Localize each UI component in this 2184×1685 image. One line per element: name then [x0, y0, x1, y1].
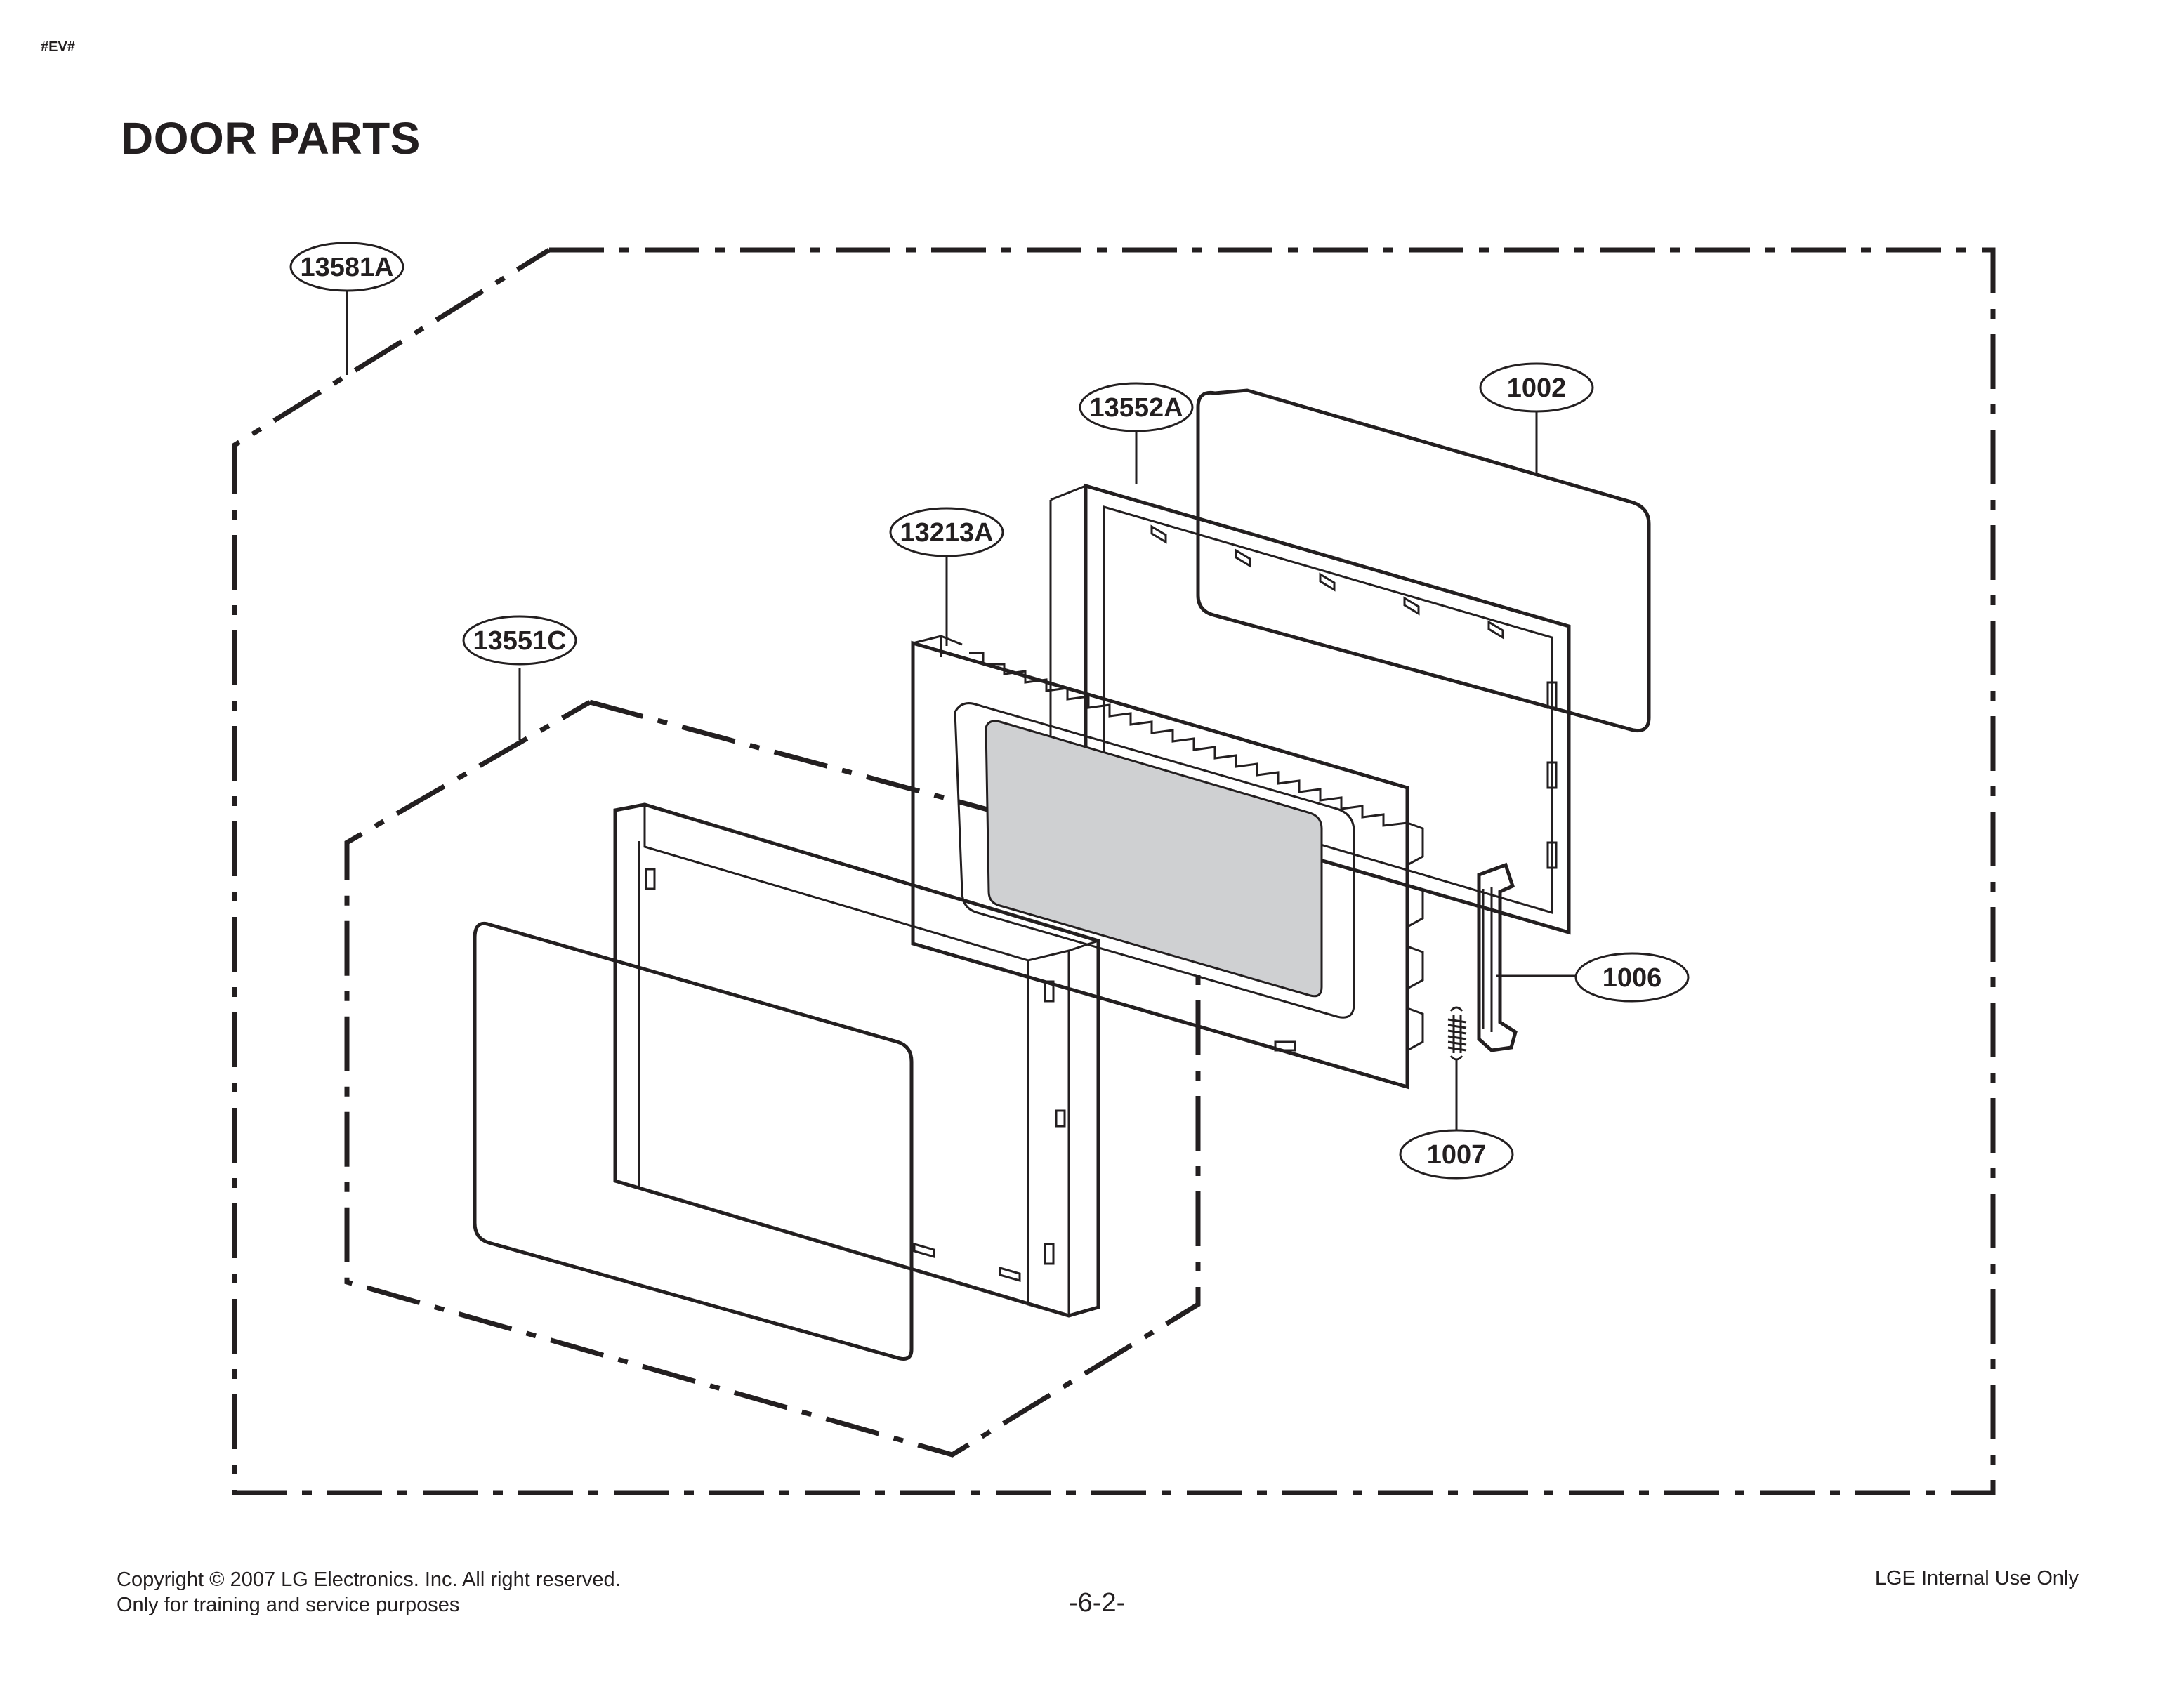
- part-1007-spring: [1447, 1006, 1467, 1061]
- corner-tag: #EV#: [41, 39, 75, 55]
- callout-label: 13581A: [300, 253, 393, 282]
- page-title: DOOR PARTS: [121, 113, 421, 164]
- callout-13213A: 13213A: [889, 507, 1004, 557]
- callout-13581A: 13581A: [289, 242, 404, 292]
- footer-copyright: Copyright © 2007 LG Electronics. Inc. Al…: [117, 1568, 621, 1591]
- page-number: -6-2-: [1069, 1588, 1126, 1618]
- callout-1007: 1007: [1399, 1129, 1514, 1180]
- outer-assembly-boundary: [232, 247, 1996, 1495]
- door-window-screen: [985, 720, 1323, 998]
- callout-label: 1006: [1603, 963, 1662, 993]
- callout-label: 13552A: [1089, 393, 1183, 423]
- callout-1002: 1002: [1479, 362, 1594, 413]
- callout-label: 1007: [1427, 1140, 1487, 1170]
- part-1002-glass-panel: [1196, 388, 1651, 733]
- footer-purpose: Only for training and service purposes: [117, 1594, 460, 1616]
- part-13213A-door-frame: [911, 635, 1424, 1090]
- part-front-glass-panel: [473, 921, 914, 1361]
- part-1006-latch-hook: [1477, 862, 1518, 1052]
- footer-notice: LGE Internal Use Only: [1874, 1567, 2079, 1590]
- inner-assembly-boundary: [344, 699, 1201, 1458]
- callout-label: 13213A: [900, 518, 993, 548]
- callout-label: 13551C: [473, 626, 566, 656]
- callout-13552A: 13552A: [1079, 382, 1194, 432]
- part-front-door-frame: [613, 802, 1100, 1318]
- part-13552A-choke-frame: [1049, 483, 1571, 935]
- footer-copyright-block: Copyright © 2007 LG Electronics. Inc. Al…: [117, 1567, 621, 1618]
- callout-13551C: 13551C: [462, 615, 577, 666]
- callout-1006: 1006: [1574, 952, 1690, 1003]
- callout-label: 1002: [1507, 374, 1567, 403]
